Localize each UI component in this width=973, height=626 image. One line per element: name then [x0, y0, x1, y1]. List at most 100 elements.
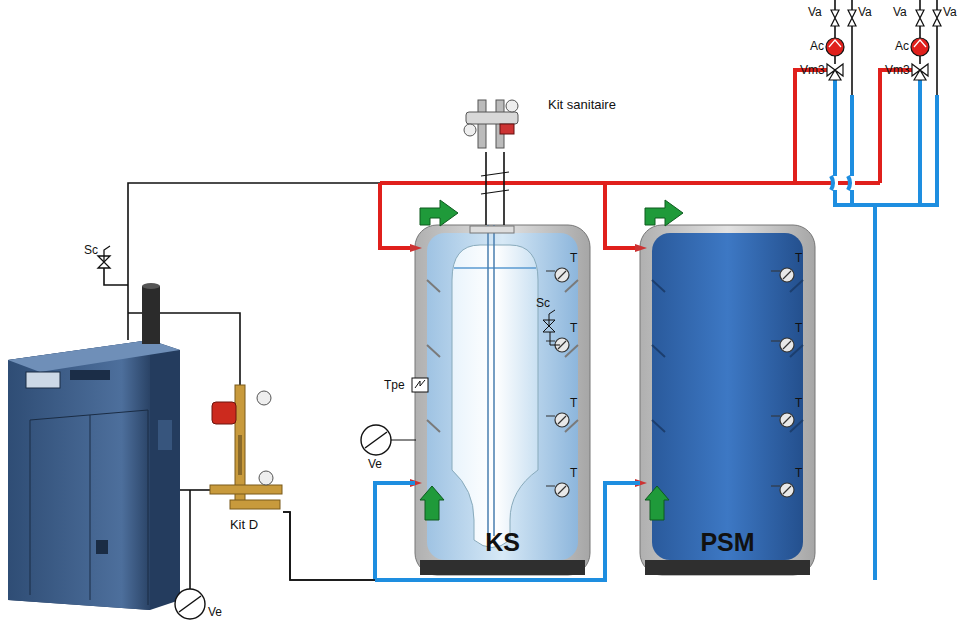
part-label: Va [893, 6, 907, 18]
pipe-segment [283, 512, 375, 580]
boiler [8, 340, 180, 610]
dhw-kit [506, 100, 518, 112]
tank-fittings [390, 440, 416, 441]
dhw-kit [500, 124, 514, 134]
pipe-segment [375, 483, 415, 580]
supply-pipe [380, 70, 912, 248]
sensor-label: T [570, 252, 577, 264]
psm-tank [640, 225, 815, 575]
ks-tank [415, 225, 590, 575]
temperature-sensor [771, 271, 791, 279]
ks-tank [427, 280, 578, 432]
psm-tank [652, 280, 803, 432]
tank-fittings [549, 310, 555, 326]
mixing-circuit [831, 10, 856, 26]
temperature-sensor [546, 416, 566, 424]
boiler [26, 372, 60, 388]
temperature-sensor [546, 271, 566, 279]
tank-fittings [412, 378, 428, 392]
flow-arrow [420, 200, 683, 520]
ks-tank [454, 267, 536, 269]
boiler [30, 410, 148, 605]
pipe-segment [375, 483, 640, 580]
kit-label-box: Kit sanitaire [462, 82, 632, 152]
black-pipe [189, 490, 191, 590]
part-label: Va [858, 6, 872, 18]
temperature-sensor [771, 416, 791, 424]
temperature-sensor [546, 268, 794, 497]
mixing-circuit [826, 38, 844, 56]
sensor-label: T [570, 322, 577, 334]
supply-pipe [880, 70, 912, 183]
pipe-crossing [831, 176, 852, 190]
sensor-label: T [795, 397, 802, 409]
boiler [8, 340, 150, 610]
dhw-kit [464, 124, 476, 136]
pump-kit-box: Kit D [205, 372, 283, 535]
flow-arrow [420, 486, 444, 520]
pipe-connector [283, 483, 640, 580]
boiler [142, 286, 160, 344]
black-pipe [835, 56, 920, 64]
pump-group [212, 402, 236, 424]
psm-tank [652, 280, 803, 432]
supply-pipe [605, 183, 645, 248]
sensor-label: T [795, 252, 802, 264]
mixing-circuit [914, 40, 926, 47]
pipe-connector [481, 152, 509, 225]
part-label: Va [943, 6, 957, 18]
pump-group [210, 385, 282, 509]
ks-tank [470, 226, 514, 233]
expansion-vessel [175, 589, 205, 619]
tank-fittings [365, 432, 387, 448]
boiler [142, 283, 160, 289]
pipe-crossing [832, 176, 838, 190]
black-pipe [104, 0, 937, 590]
part-label: Ac [895, 40, 909, 52]
psm-tank [640, 225, 815, 575]
pipe-segment [486, 152, 504, 225]
return-pipe [920, 78, 937, 205]
node-label: PSM [700, 530, 754, 555]
pump-group [238, 435, 242, 475]
flow-arrow [420, 200, 458, 226]
part-label: Va [808, 6, 822, 18]
boiler [96, 540, 108, 554]
tank-fittings [410, 244, 647, 487]
psm-tank [645, 560, 810, 575]
node-label: Kit sanitaire [548, 98, 616, 111]
dhw-kit [466, 112, 518, 124]
supply-pipe [380, 183, 420, 248]
ks-tank [427, 233, 578, 560]
mixing-circuit [829, 40, 841, 47]
boiler [158, 420, 172, 450]
flow-arrow [645, 486, 669, 520]
part-label: Ve [368, 458, 382, 470]
tank-fittings [361, 425, 391, 455]
supply-pipe [795, 70, 827, 183]
sensor-label: T [795, 322, 802, 334]
black-pipe [128, 183, 380, 340]
boiler [8, 283, 180, 610]
return-pipe [873, 205, 877, 580]
ks-tank [427, 280, 578, 432]
expansion-vessel [175, 589, 205, 619]
part-label: Ve [208, 606, 222, 618]
pipe-segment [481, 172, 509, 194]
pipe-crossing [831, 176, 833, 190]
ks-tank [415, 225, 590, 575]
temperature-sensor [546, 486, 566, 494]
part-label: Vm3 [885, 64, 910, 76]
tank-fittings [361, 244, 647, 487]
pump-group [257, 391, 271, 405]
mixing-circuit [916, 10, 941, 26]
pump-group [259, 471, 273, 485]
black-pipe [104, 268, 128, 285]
part-label: Sc [536, 297, 550, 309]
ks-tank [420, 560, 585, 575]
part-label: Tpe [384, 379, 405, 391]
sensor-label: T [570, 397, 577, 409]
mixing-circuit [912, 64, 928, 80]
temperature-sensor [771, 486, 791, 494]
tank-box: PSM [640, 225, 815, 575]
